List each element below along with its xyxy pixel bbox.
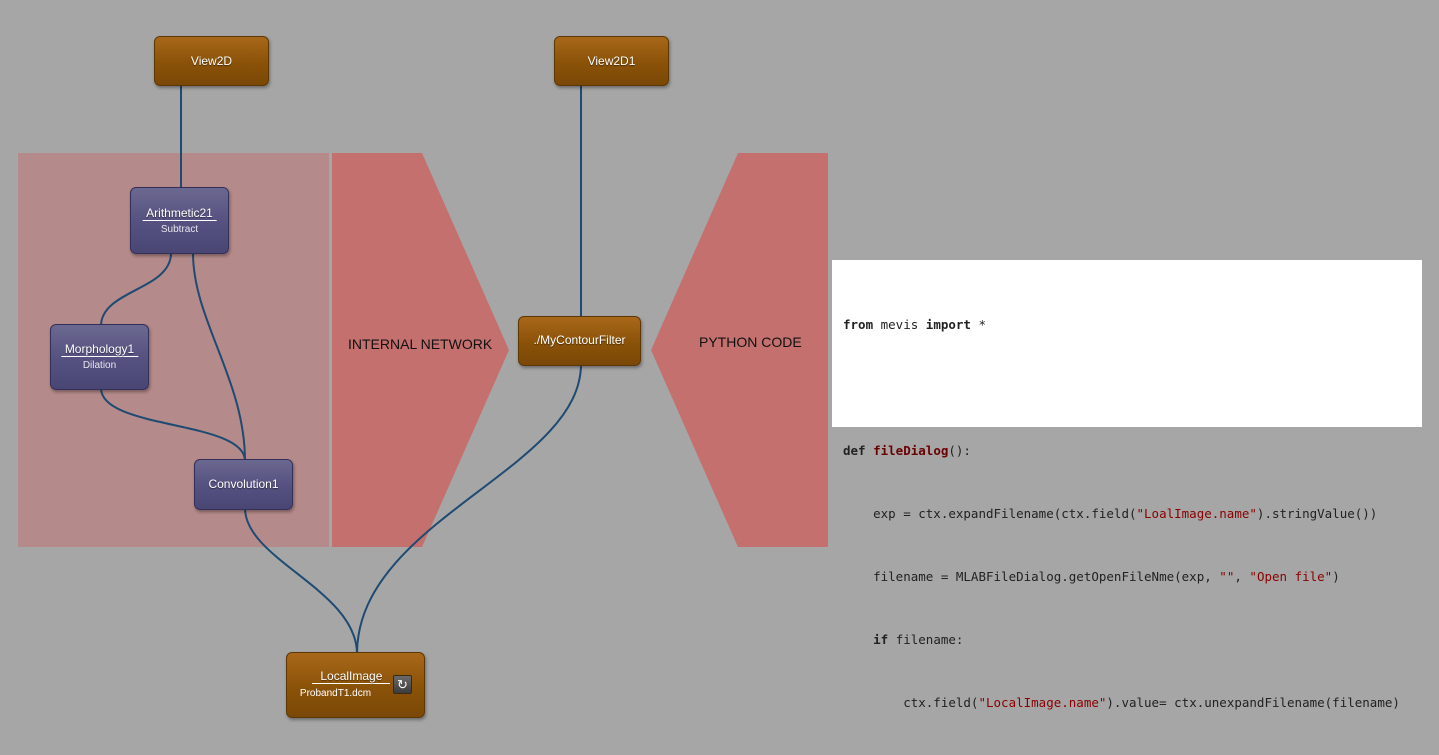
- module-morphology1[interactable]: Morphology1 Dilation: [50, 324, 149, 390]
- module-subtitle: Subtract: [160, 224, 199, 235]
- code-text: ).value= ctx.unexpandFilename(filename): [1106, 695, 1400, 710]
- code-line: from mevis import *: [843, 314, 1411, 335]
- code-line: if filename:: [843, 629, 1411, 650]
- connection-convolution-morphology[interactable]: [100, 387, 246, 462]
- code-text: ,: [1234, 569, 1250, 584]
- code-text: filename = MLABFileDialog.getOpenFileNme…: [843, 569, 1220, 584]
- code-text: *: [970, 317, 987, 332]
- code-string: "": [1219, 569, 1235, 584]
- python-code-block: from mevis import * def fileDialog(): ex…: [832, 260, 1422, 710]
- code-string: "Open file": [1249, 569, 1333, 584]
- code-function-name: fileDialog: [873, 443, 949, 458]
- module-title: Arithmetic21: [142, 206, 217, 221]
- code-line: def fileDialog():: [843, 440, 1411, 461]
- code-line-empty: [843, 377, 1411, 398]
- code-text: ): [1332, 569, 1340, 584]
- code-line: filename = MLABFileDialog.getOpenFileNme…: [843, 566, 1411, 587]
- code-text: filename:: [888, 632, 964, 647]
- module-localimage[interactable]: LocalImage ProbandT1.dcm ↻: [286, 652, 425, 718]
- refresh-icon[interactable]: ↻: [393, 675, 412, 694]
- module-convolution1[interactable]: Convolution1: [194, 459, 293, 510]
- python-code-arrow: [651, 153, 828, 547]
- code-text: ctx.field(: [843, 695, 979, 710]
- connection-localimage-mycontour[interactable]: [356, 363, 582, 655]
- connection-convolution-arithmetic[interactable]: [192, 252, 246, 462]
- connection-localimage-convolution[interactable]: [244, 507, 358, 655]
- module-title: View2D: [190, 54, 233, 68]
- code-keyword: import: [925, 317, 971, 332]
- connection-morphology-arithmetic[interactable]: [100, 252, 172, 327]
- code-text: exp = ctx.expandFilename(ctx.field(: [843, 506, 1137, 521]
- module-subtitle: Dilation: [82, 360, 117, 371]
- code-keyword: def: [843, 443, 866, 458]
- module-title: LocalImage: [312, 669, 391, 684]
- module-view2d[interactable]: View2D: [154, 36, 269, 86]
- module-view2d1[interactable]: View2D1: [554, 36, 669, 86]
- module-title: View2D1: [587, 54, 636, 68]
- code-line: exp = ctx.expandFilename(ctx.field("Loal…: [843, 503, 1411, 524]
- code-text: ():: [948, 443, 971, 458]
- code-text: ).stringValue()): [1256, 506, 1378, 521]
- code-text: [843, 632, 873, 647]
- internal-network-arrow: [332, 153, 509, 547]
- module-title: Convolution1: [208, 477, 279, 491]
- module-title: ./MyContourFilter: [533, 333, 626, 347]
- code-text: mevis: [873, 317, 926, 332]
- module-title: Morphology1: [60, 342, 139, 357]
- code-keyword: if: [873, 632, 889, 647]
- code-keyword: from: [843, 317, 874, 332]
- module-subtitle: ProbandT1.dcm: [299, 688, 372, 699]
- code-line: ctx.field("LocalImage.name").value= ctx.…: [843, 692, 1411, 713]
- internal-network-label: INTERNAL NETWORK: [348, 336, 493, 352]
- module-mycontourfilter[interactable]: ./MyContourFilter: [518, 316, 641, 366]
- code-text: [866, 443, 874, 458]
- python-code-label: PYTHON CODE: [699, 334, 802, 350]
- module-arithmetic21[interactable]: Arithmetic21 Subtract: [130, 187, 229, 254]
- code-string: "LocalImage.name": [978, 695, 1107, 710]
- code-string: "LoalImage.name": [1136, 506, 1257, 521]
